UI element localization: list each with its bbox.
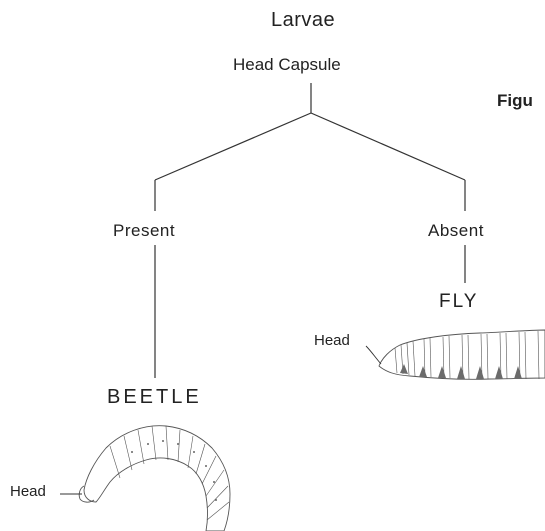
branch-label-absent: Absent bbox=[428, 222, 484, 239]
diagram-title: Larvae bbox=[271, 10, 335, 30]
left-branch-diagonal bbox=[155, 113, 311, 180]
beetle-larva-outline bbox=[84, 426, 230, 531]
beetle-larva-segments bbox=[110, 426, 229, 520]
branch-label-present: Present bbox=[113, 222, 175, 239]
right-branch-diagonal bbox=[311, 113, 465, 180]
figure-label: Figu bbox=[497, 92, 533, 109]
fly-head-pointer bbox=[366, 346, 381, 364]
beetle-larva-dots bbox=[131, 440, 217, 501]
beetle-head-label: Head bbox=[10, 484, 46, 499]
result-label-fly: FLY bbox=[439, 292, 478, 311]
fly-head-label: Head bbox=[314, 333, 350, 348]
branch-lines bbox=[155, 83, 465, 378]
root-node-label: Head Capsule bbox=[233, 56, 341, 73]
result-label-beetle: BEETLE bbox=[107, 387, 202, 407]
beetle-larva-illustration bbox=[60, 426, 230, 531]
fly-larva-illustration bbox=[366, 330, 545, 379]
